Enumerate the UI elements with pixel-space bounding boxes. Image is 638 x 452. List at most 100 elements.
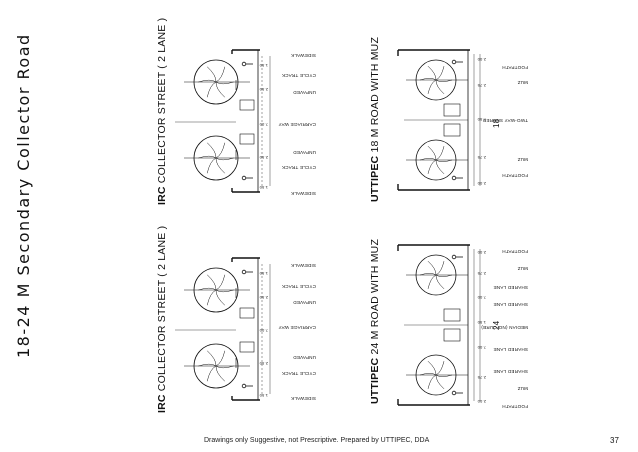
edge-marker <box>231 257 260 262</box>
lane-label: MUZ <box>517 80 528 85</box>
person-figure <box>451 175 457 181</box>
dimension-value: 2.00 <box>477 399 486 404</box>
tree-branch <box>206 157 217 174</box>
lane-label: CYCLE TRACK <box>281 165 316 170</box>
lane-label: FOOTPATH <box>502 173 528 178</box>
lane-label: SHARED LANE <box>493 369 528 374</box>
tree-branch <box>215 350 226 367</box>
dimension-value: 2.50 <box>259 87 268 92</box>
tree-branch <box>419 273 437 276</box>
dimension-value: 2.50 <box>259 295 268 300</box>
tree-branch <box>435 374 453 377</box>
tree-branch <box>215 365 225 382</box>
lane-label: SIDEWALK <box>290 263 316 268</box>
lane-label: CYCLE TRACK <box>281 73 316 78</box>
dimension-value: 7.00 <box>259 328 268 333</box>
lane-label: MUZ <box>517 266 528 271</box>
dimension-value: 2.75 <box>477 375 486 380</box>
dimension-value: 1.50 <box>259 393 268 398</box>
tree-branch <box>427 374 437 389</box>
dimension-value: 7.50 <box>477 117 486 122</box>
tree-branch <box>215 289 225 306</box>
lane-label: MEDIAN (NO-CURB) <box>481 325 528 330</box>
lane-label: CYCLE TRACK <box>281 371 316 376</box>
person-figure <box>241 61 247 67</box>
lane-label: CARRIAGE WAY <box>278 325 316 330</box>
person-figure <box>241 383 247 389</box>
tree-branch <box>215 274 226 291</box>
tree-branch <box>427 145 437 161</box>
tree-branch <box>215 81 234 85</box>
person-figure <box>241 175 247 181</box>
tree-branch <box>427 159 437 174</box>
lane-label: UNPAVED <box>293 90 316 95</box>
dimension-value: 1.50 <box>477 320 486 325</box>
dimension-value: 2.75 <box>477 83 486 88</box>
lane-label: SIDEWALK <box>290 191 316 196</box>
lane-label: SHARED LANE <box>493 285 528 290</box>
footer-note: Drawings only Suggestive, not Prescripti… <box>204 437 430 444</box>
edge-marker <box>397 49 470 56</box>
lane-label: UNPAVED <box>293 355 316 360</box>
tree-branch <box>427 260 437 276</box>
tree-branch <box>206 365 217 382</box>
lane-label: SHARED LANE <box>493 347 528 352</box>
tree-branch <box>435 146 445 161</box>
tree-branch <box>427 360 437 376</box>
lane-label: SIDEWALK <box>290 53 316 58</box>
person-figure <box>451 254 457 260</box>
tree-branch <box>419 158 437 161</box>
lane-label: FOOTPATH <box>502 249 528 254</box>
dimension-value: 2.00 <box>477 181 486 186</box>
vehicle <box>443 328 461 342</box>
tree-branch <box>198 363 217 367</box>
dimension-value: 2.75 <box>477 271 486 276</box>
lane-label: CYCLE TRACK <box>281 284 316 289</box>
person-figure <box>451 390 457 396</box>
page-number: 37 <box>610 436 619 445</box>
lane-label: UNPAVED <box>293 150 316 155</box>
tree-branch <box>435 79 445 95</box>
tree-branch <box>207 66 217 83</box>
dimension-value: 2.50 <box>259 361 268 366</box>
dimension-value: 2.00 <box>477 250 486 255</box>
lane-label: UNPAVED <box>293 300 316 305</box>
dimension-value: 1.50 <box>259 63 268 68</box>
section-width: 18 <box>492 118 501 128</box>
tree-branch <box>435 66 445 81</box>
vehicle <box>443 308 461 322</box>
lane-label: FOOTPATH <box>502 65 528 70</box>
tree-branch <box>215 157 225 174</box>
lane-label: FOOTPATH <box>502 404 528 409</box>
tree-branch <box>435 274 453 277</box>
vehicle <box>239 99 255 111</box>
lane-label: MUZ <box>517 386 528 391</box>
tree-branch <box>435 261 445 276</box>
tree-branch <box>419 78 437 81</box>
dimension-value: 2.50 <box>259 155 268 160</box>
tree-branch <box>435 274 445 290</box>
tree-branch <box>419 373 437 376</box>
dimension-value: 7.00 <box>477 295 486 300</box>
lane-label: SIDEWALK <box>290 396 316 401</box>
tree-branch <box>198 79 217 83</box>
tree-branch <box>435 79 453 82</box>
vehicle <box>239 341 255 353</box>
tree-branch <box>215 142 226 159</box>
dimension-value: 7.00 <box>477 345 486 350</box>
dimension-value: 1.50 <box>259 185 268 190</box>
tree-branch <box>198 155 217 159</box>
edge-marker <box>231 49 260 54</box>
tree-branch <box>435 159 453 162</box>
section-width: 24 <box>492 320 501 330</box>
person-figure <box>241 269 247 275</box>
tree-branch <box>207 142 217 159</box>
tree-branch <box>215 289 234 293</box>
tree-branch <box>207 274 217 291</box>
vehicle <box>443 123 461 137</box>
edge-marker <box>397 244 470 251</box>
tree-branch <box>215 66 226 83</box>
lane-label: SHARED LANE <box>493 302 528 307</box>
dimension-value: 1.50 <box>259 271 268 276</box>
